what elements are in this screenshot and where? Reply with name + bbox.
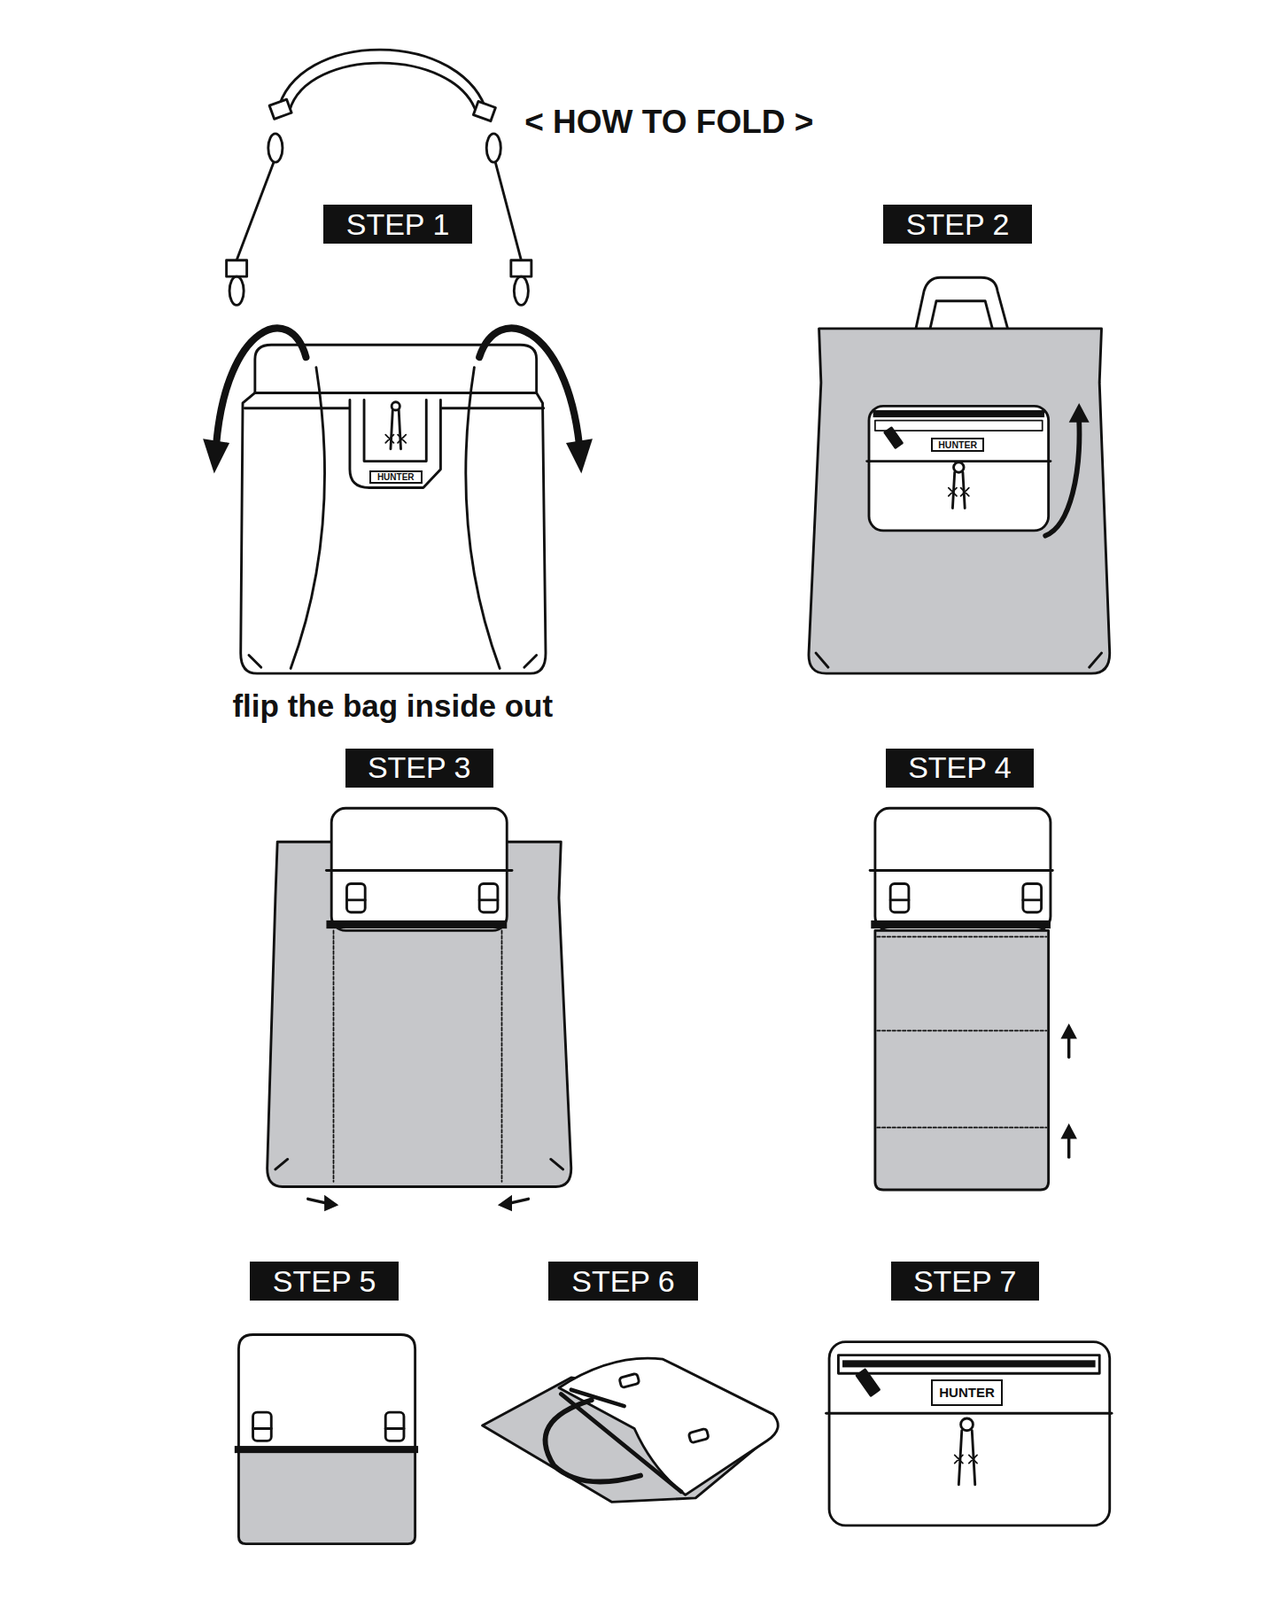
step-label: STEP 4 bbox=[907, 750, 1012, 785]
step-band: STEP 5 bbox=[249, 1261, 399, 1301]
step-band: STEP 4 bbox=[885, 748, 1034, 788]
brand-logo: HUNTER bbox=[930, 437, 985, 452]
brand-name: HUNTER bbox=[377, 472, 415, 482]
brand-name: HUNTER bbox=[938, 1384, 995, 1400]
step-label: STEP 1 bbox=[346, 207, 450, 242]
step-band: STEP 1 bbox=[323, 204, 473, 244]
brand-name: HUNTER bbox=[938, 439, 978, 450]
brand-logo: HUNTER bbox=[930, 1379, 1003, 1406]
step-label: STEP 2 bbox=[906, 207, 1010, 242]
step-band: STEP 2 bbox=[883, 204, 1032, 244]
step-band: STEP 3 bbox=[345, 748, 494, 788]
step-label: STEP 6 bbox=[571, 1264, 675, 1299]
page-title: < HOW TO FOLD > bbox=[524, 103, 814, 141]
step-band: STEP 6 bbox=[548, 1261, 698, 1301]
step-label: STEP 5 bbox=[272, 1264, 377, 1299]
step-band: STEP 7 bbox=[891, 1261, 1040, 1301]
instruction-note: flip the bag inside out bbox=[232, 688, 553, 724]
step-label: STEP 3 bbox=[367, 750, 472, 785]
brand-logo: HUNTER bbox=[369, 470, 423, 484]
step-label: STEP 7 bbox=[913, 1264, 1017, 1299]
